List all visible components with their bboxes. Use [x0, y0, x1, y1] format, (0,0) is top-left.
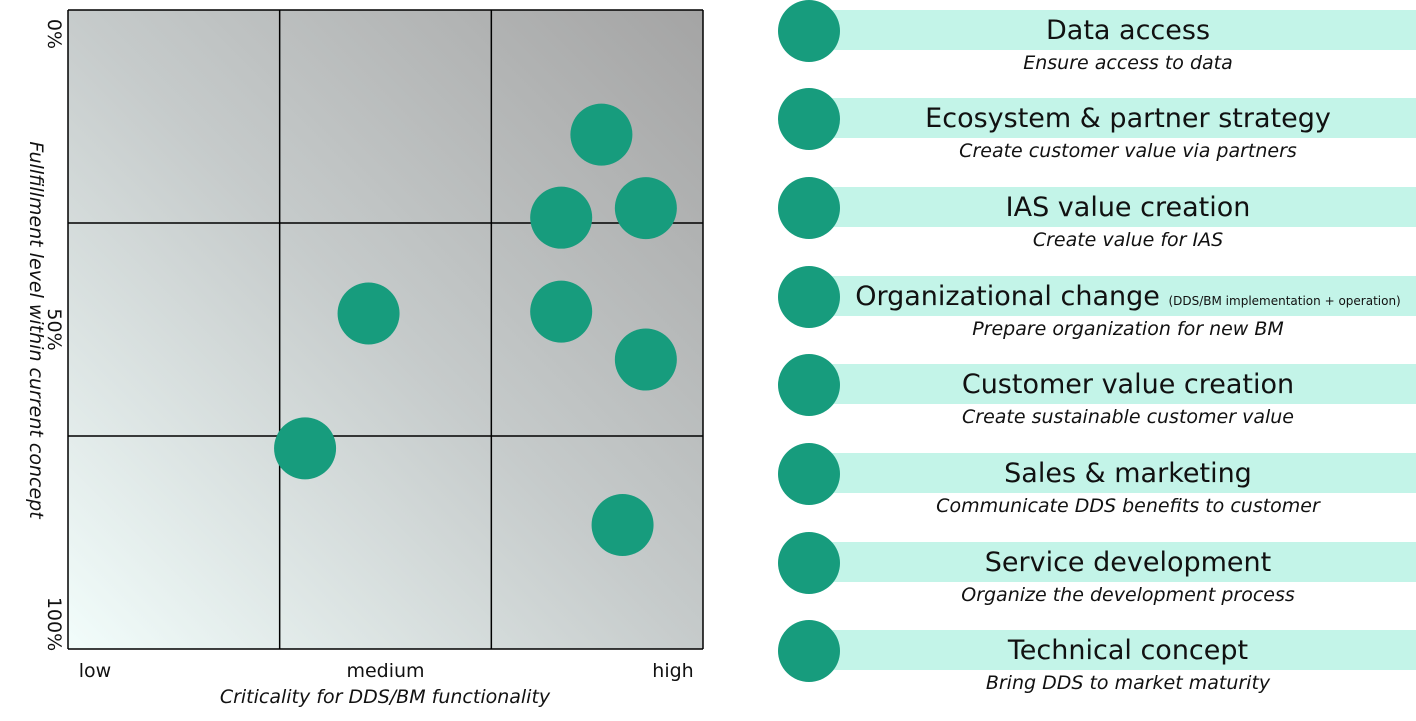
x-tick-labels: low medium high: [79, 660, 694, 682]
legend-subtitle: Organize the development process: [961, 584, 1295, 606]
legend-subtitle: Bring DDS to market maturity: [985, 672, 1271, 694]
x-axis-label: Criticality for DDS/BM functionality: [220, 686, 551, 708]
legend-dot: [778, 0, 840, 62]
legend-bar: [808, 364, 1416, 404]
data-points: [274, 103, 677, 557]
data-point: [530, 280, 593, 343]
legend-title: Organizational change: [855, 281, 1160, 312]
legend-dot: [778, 532, 840, 594]
data-point: [530, 186, 593, 249]
legend-title: Service development: [984, 547, 1272, 578]
legend-subtitle: Prepare organization for new BM: [972, 318, 1284, 340]
legend-bar: [808, 276, 1416, 316]
legend-item-org-change: Organizational change (DDS/BM implementa…: [778, 266, 1416, 346]
legend-title: Customer value creation: [961, 369, 1295, 400]
legend-dot: [778, 620, 840, 682]
legend-bar: [808, 10, 1416, 50]
legend-item-technical: Technical concept Bring DDS to market ma…: [778, 620, 1416, 700]
legend-item-sales-marketing: Sales & marketing Communicate DDS benefi…: [778, 443, 1416, 523]
legend-subtitle: Create value for IAS: [1032, 229, 1224, 251]
legend-bar: [808, 98, 1416, 138]
legend-dot: [778, 266, 840, 328]
x-tick-label: medium: [346, 660, 424, 682]
data-point: [274, 417, 337, 480]
legend-bar: [808, 453, 1416, 493]
legend-title: Sales & marketing: [1004, 458, 1252, 489]
y-tick-label: 50%: [43, 308, 65, 350]
legend-dot: [778, 443, 840, 505]
legend-item-ecosystem: Ecosystem & partner strategy Create cust…: [778, 88, 1416, 168]
legend-title: Ecosystem & partner strategy: [925, 103, 1331, 134]
x-tick-label: high: [652, 660, 693, 682]
legend-title: Data access: [1045, 15, 1211, 46]
legend-note: (DDS/BM implementation + operation): [1168, 294, 1401, 308]
legend-dot: [778, 354, 840, 416]
legend-item-service-dev: Service development Organize the develop…: [778, 532, 1416, 612]
data-point: [591, 494, 654, 557]
legend-title: Technical concept: [1007, 635, 1249, 666]
legend-bar: [808, 630, 1416, 670]
legend-subtitle: Create sustainable customer value: [962, 406, 1294, 428]
y-axis-label: Fullfillment level within current concep…: [25, 141, 47, 520]
grid-lines: [67, 9, 704, 650]
x-tick-label: low: [79, 660, 111, 682]
data-point: [614, 328, 677, 391]
legend-subtitle: Ensure access to data: [1023, 52, 1233, 74]
data-point: [337, 282, 400, 345]
legend-item-data-access: Data access Ensure access to data: [778, 0, 1416, 80]
legend-bar: [808, 187, 1416, 227]
data-point: [614, 177, 677, 240]
y-tick-label: 0%: [43, 19, 65, 49]
legend-title: IAS value creation: [1005, 192, 1251, 223]
data-point: [570, 103, 633, 166]
matrix-chart: low medium high 0% 50% 100% Criticality for …: [25, 9, 704, 708]
legend-bar: [808, 542, 1416, 582]
y-tick-labels: 0% 50% 100%: [43, 19, 65, 651]
y-tick-label: 100%: [43, 597, 65, 651]
legend-dot: [778, 88, 840, 150]
legend-dot: [778, 177, 840, 239]
legend-subtitle: Create customer value via partners: [959, 140, 1297, 162]
legend-item-customer-value: Customer value creation Create sustainab…: [778, 354, 1416, 434]
legend-subtitle: Communicate DDS benefits to customer: [936, 495, 1320, 517]
legend-item-ias-value: IAS value creation Create value for IAS: [778, 177, 1416, 257]
